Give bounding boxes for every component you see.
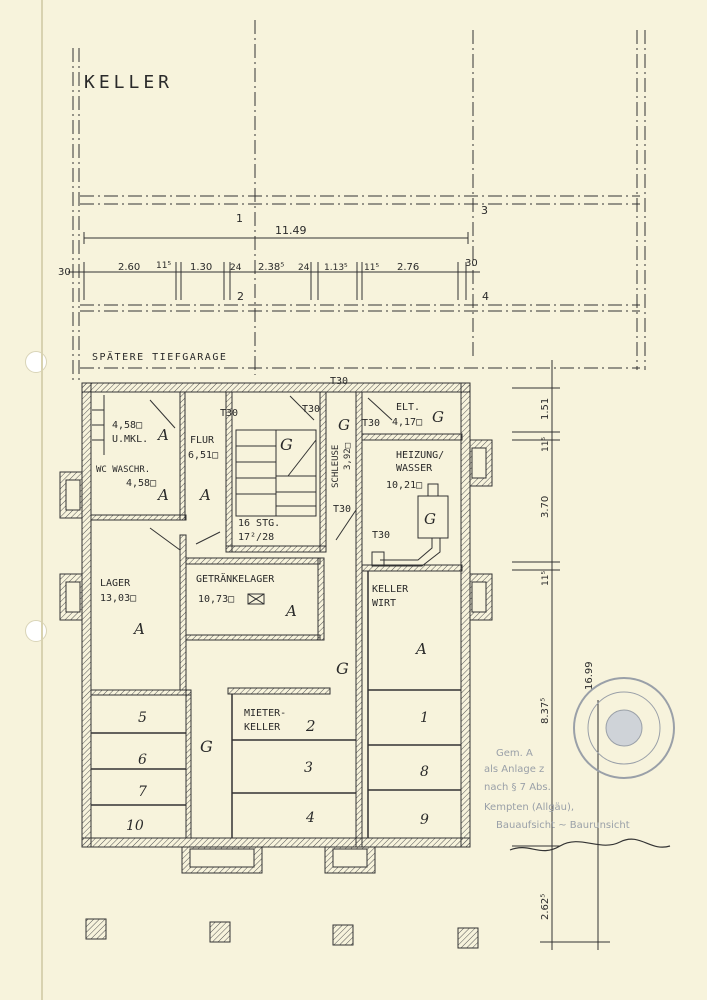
umkl-mark: A — [156, 426, 169, 444]
dim-right-5: 16.99 — [584, 661, 595, 690]
elt-mark: G — [432, 408, 444, 426]
lager-mark: A — [132, 620, 145, 638]
dim-seg-2: 11⁵ — [156, 261, 171, 271]
wc-area: 4,58□ — [126, 478, 156, 489]
grid-label-1: 1 — [236, 212, 243, 225]
dim-seg-0: 30 — [58, 267, 71, 278]
dim-seg-3: 1.30 — [190, 262, 212, 273]
dim-right-0: 1.51 — [540, 398, 551, 420]
elt-area: 4,17□ — [392, 417, 422, 428]
stair-mark: G — [280, 435, 293, 454]
flur-name: FLUR — [190, 435, 215, 446]
cell-3: 3 — [304, 760, 313, 776]
lager-area: 13,03□ — [100, 593, 136, 604]
window-openings — [65, 447, 487, 868]
stamp-line-1: Gem. A — [496, 748, 533, 759]
dim-right-4: 8.37⁵ — [540, 698, 551, 724]
grid-label-4: 4 — [482, 290, 489, 303]
small-stair — [92, 395, 105, 455]
flur-mark: A — [198, 486, 211, 504]
dim-right-2: 3.70 — [540, 496, 551, 518]
kellerwirt-name1: KELLER — [372, 584, 409, 595]
door-label: T30 — [330, 376, 348, 387]
dim-seg-8: 11⁵ — [364, 263, 379, 273]
cell-5: 5 — [138, 710, 147, 726]
door-label: T30 — [372, 530, 390, 541]
schleuse-name: SCHLEUSE — [331, 445, 341, 488]
stamp-line-2: als Anlage z — [484, 764, 544, 775]
getraenke-name: GETRÄNKELAGER — [196, 572, 275, 585]
heizung-area: 10,21□ — [386, 480, 422, 491]
signature — [509, 838, 671, 852]
garage-outline — [72, 20, 646, 380]
dim-line-segments — [68, 262, 480, 300]
elt-name: ELT. — [396, 402, 420, 413]
wc-mark: A — [156, 486, 169, 504]
stair-ratio: 17²/28 — [238, 532, 274, 543]
dim-seg-1: 2.60 — [118, 262, 140, 273]
schleuse-area: 3,92□ — [343, 442, 353, 470]
flur-area: 6,51□ — [188, 450, 218, 461]
corridor-mark-2: G — [200, 737, 213, 756]
boiler — [371, 483, 449, 567]
stamp-line-5: Bauaufsicht ~ Baurunsicht — [496, 820, 630, 831]
grid-label-2: 2 — [237, 290, 244, 303]
cell-6: 6 — [138, 752, 147, 768]
lager-name: LAGER — [100, 578, 131, 589]
door-label: T30 — [362, 418, 380, 429]
right-dim-lines — [512, 360, 610, 950]
dim-seg-5: 2.38⁵ — [258, 262, 284, 273]
door-label: T30 — [333, 504, 351, 515]
dim-right-3: 11⁵ — [541, 571, 551, 586]
heizung-name2: WASSER — [396, 463, 433, 474]
dim-seg-7: 1.13⁵ — [324, 263, 348, 273]
dim-seg-9: 2.76 — [397, 262, 419, 273]
dim-seg-6: 24 — [298, 263, 310, 273]
dim-seg-4: 24 — [230, 263, 242, 273]
umkl-area: 4,58□ — [112, 420, 142, 431]
cell-1: 1 — [420, 710, 429, 726]
cell-4: 4 — [305, 810, 315, 826]
mieterkeller-name2: KELLER — [244, 722, 281, 733]
door-label: T30 — [302, 404, 320, 415]
stamp-line-3: nach § 7 Abs. — [484, 782, 551, 793]
cellar-partitions — [91, 571, 461, 838]
fan-icon — [247, 593, 265, 605]
mieterkeller-num: 2 — [305, 717, 316, 735]
dim-total: 11.49 — [275, 224, 307, 237]
mieterkeller-name1: MIETER- — [244, 708, 286, 719]
getraenke-area: 10,73□ — [198, 594, 234, 605]
corridor-mark: G — [336, 659, 349, 678]
dim-right-6: 2.62⁵ — [540, 894, 551, 920]
kellerwirt-name2: WIRT — [372, 598, 396, 609]
official-seal — [573, 677, 675, 779]
kellerwirt-mark: A — [414, 640, 427, 658]
cell-9: 9 — [420, 812, 429, 828]
garage-label: SPÄTERE TIEFGARAGE — [92, 350, 227, 363]
schleuse-mark: G — [338, 416, 350, 434]
dim-right-1: 11⁵ — [541, 437, 551, 452]
dim-line-total — [83, 232, 469, 244]
door-label: T30 — [220, 408, 238, 419]
staircase — [235, 429, 317, 517]
cell-7: 7 — [138, 784, 147, 800]
stair-steps: 16 STG. — [238, 518, 280, 529]
building-walls — [81, 382, 471, 848]
stamp-line-4: Kempten (Allgäu), — [484, 802, 574, 813]
wc-name: WC WASCHR. — [96, 465, 150, 475]
getraenke-mark: A — [284, 602, 297, 620]
umkl-name: U.MKL. — [112, 434, 148, 445]
heizung-name1: HEIZUNG/ — [396, 450, 444, 461]
cell-10: 10 — [126, 818, 144, 834]
grid-label-3: 3 — [481, 204, 488, 217]
page-title: KELLER — [84, 72, 173, 93]
legend-hatches — [85, 918, 479, 949]
door-swings — [149, 395, 393, 551]
dim-seg-10: 30 — [465, 258, 478, 269]
heizung-mark: G — [424, 510, 436, 528]
cell-8: 8 — [420, 764, 429, 780]
